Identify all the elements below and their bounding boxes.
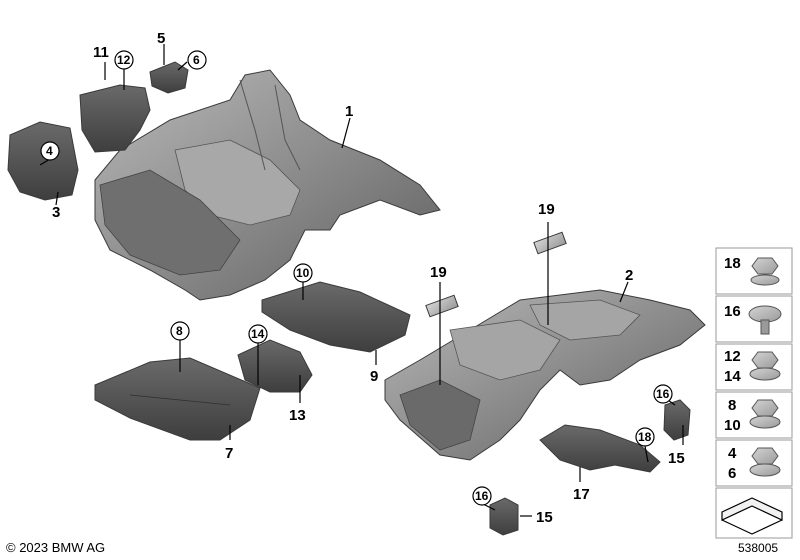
leader-lines [39, 44, 684, 517]
callout-17: 17 [573, 486, 590, 503]
callout-14: 14 [251, 327, 265, 341]
copyright-text: © 2023 BMW AG [6, 540, 106, 555]
callout-circles [40, 50, 673, 506]
callout-4: 4 [46, 144, 53, 158]
callout-16-upper: 16 [656, 387, 670, 401]
callout-13: 13 [289, 407, 306, 424]
part-13-bracket [237, 339, 313, 393]
callout-18: 18 [638, 430, 652, 444]
callout-19-right: 19 [538, 201, 555, 218]
part-11-side-panel [79, 84, 151, 153]
callout-5: 5 [157, 30, 165, 47]
callout-15-upper: 15 [668, 450, 685, 467]
flange-nut-icon-4-6 [749, 447, 781, 477]
callout-11: 11 [93, 44, 109, 61]
callout-1: 1 [345, 103, 353, 120]
legend-10: 10 [724, 417, 741, 434]
callout-labels: 1 2 3 4 5 6 7 8 9 10 11 12 13 14 15 15 1… [46, 30, 685, 526]
push-clip-icon [748, 305, 782, 335]
callout-10: 10 [296, 266, 310, 280]
callout-3: 3 [52, 204, 60, 221]
part-15-clip-upper [663, 399, 691, 441]
callout-8: 8 [176, 324, 183, 338]
sealing-strip-icon [721, 497, 783, 535]
legend-8: 8 [728, 397, 736, 414]
callout-6: 6 [193, 53, 200, 67]
callout-2: 2 [625, 267, 633, 284]
part-3-side-panel [7, 121, 79, 201]
legend-6: 6 [728, 465, 736, 482]
part-7-insulation-mat [94, 357, 261, 441]
legend-12: 12 [724, 348, 741, 365]
legend-14: 14 [724, 368, 741, 385]
part-9-insulation-mat [261, 281, 411, 353]
legend-16: 16 [724, 303, 741, 320]
part-2-rear-floor-covering [384, 289, 706, 461]
callout-7: 7 [225, 445, 233, 462]
part-19-grille-left [425, 294, 459, 318]
hex-nut-icon [750, 257, 780, 286]
callout-16-lower: 16 [475, 489, 489, 503]
callout-15-lower: 15 [536, 509, 553, 526]
part-17-insulation [539, 424, 661, 473]
fastener-legend: 18 16 12 14 8 10 4 6 [715, 247, 793, 539]
diagram-number: 538005 [738, 541, 779, 555]
flange-nut-icon-12-14 [749, 351, 781, 381]
part-19-grille-right [533, 231, 567, 255]
callout-19-left: 19 [430, 264, 447, 281]
part-15-clip-lower [489, 497, 519, 536]
part-1-front-floor-covering [94, 69, 441, 301]
legend-18: 18 [724, 255, 741, 272]
callout-9: 9 [370, 368, 378, 385]
callout-12: 12 [117, 53, 131, 67]
legend-4: 4 [728, 445, 737, 462]
flange-nut-icon-8-10 [749, 399, 781, 429]
